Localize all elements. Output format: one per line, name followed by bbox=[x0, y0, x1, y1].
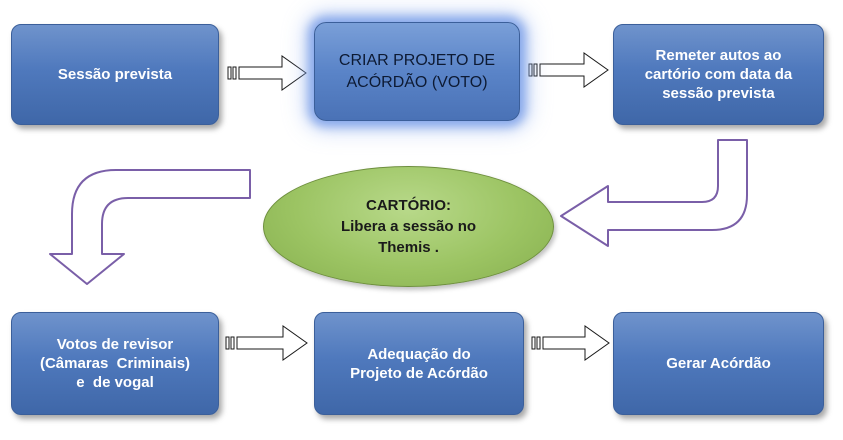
arrow-curved-left-down bbox=[49, 169, 251, 285]
step-criar-projeto: CRIAR PROJETO DE ACÓRDÃO (VOTO) bbox=[314, 22, 520, 121]
step-remeter-autos-label: Remeter autos ao cartório com data da se… bbox=[644, 47, 793, 102]
arrow-curved-down-left bbox=[560, 139, 748, 247]
arrow-right-4 bbox=[531, 325, 610, 361]
step-sessao-prevista: Sessão prevista bbox=[11, 24, 219, 125]
arrow-right-2 bbox=[528, 52, 609, 88]
step-adequacao-label: Adequação do Projeto de Acórdão bbox=[350, 345, 488, 382]
step-sessao-prevista-label: Sessão prevista bbox=[57, 66, 173, 83]
step-criar-projeto-label: CRIAR PROJETO DE ACÓRDÃO (VOTO) bbox=[338, 51, 496, 91]
step-gerar-acordao: Gerar Acórdão bbox=[613, 312, 824, 415]
step-cartorio: CARTÓRIO: Libera a sessão no Themis . bbox=[263, 166, 554, 287]
step-adequacao: Adequação do Projeto de Acórdão bbox=[314, 312, 524, 415]
step-votos-revisor-label: Votos de revisor (Câmaras Criminais) e d… bbox=[39, 336, 191, 391]
step-votos-revisor: Votos de revisor (Câmaras Criminais) e d… bbox=[11, 312, 219, 415]
step-remeter-autos: Remeter autos ao cartório com data da se… bbox=[613, 24, 824, 125]
step-cartorio-title: CARTÓRIO: bbox=[366, 197, 451, 214]
step-cartorio-text: Libera a sessão no Themis . bbox=[340, 218, 477, 256]
step-gerar-acordao-label: Gerar Acórdão bbox=[666, 355, 771, 372]
arrow-right-1 bbox=[227, 55, 307, 91]
arrow-right-3 bbox=[225, 325, 308, 361]
